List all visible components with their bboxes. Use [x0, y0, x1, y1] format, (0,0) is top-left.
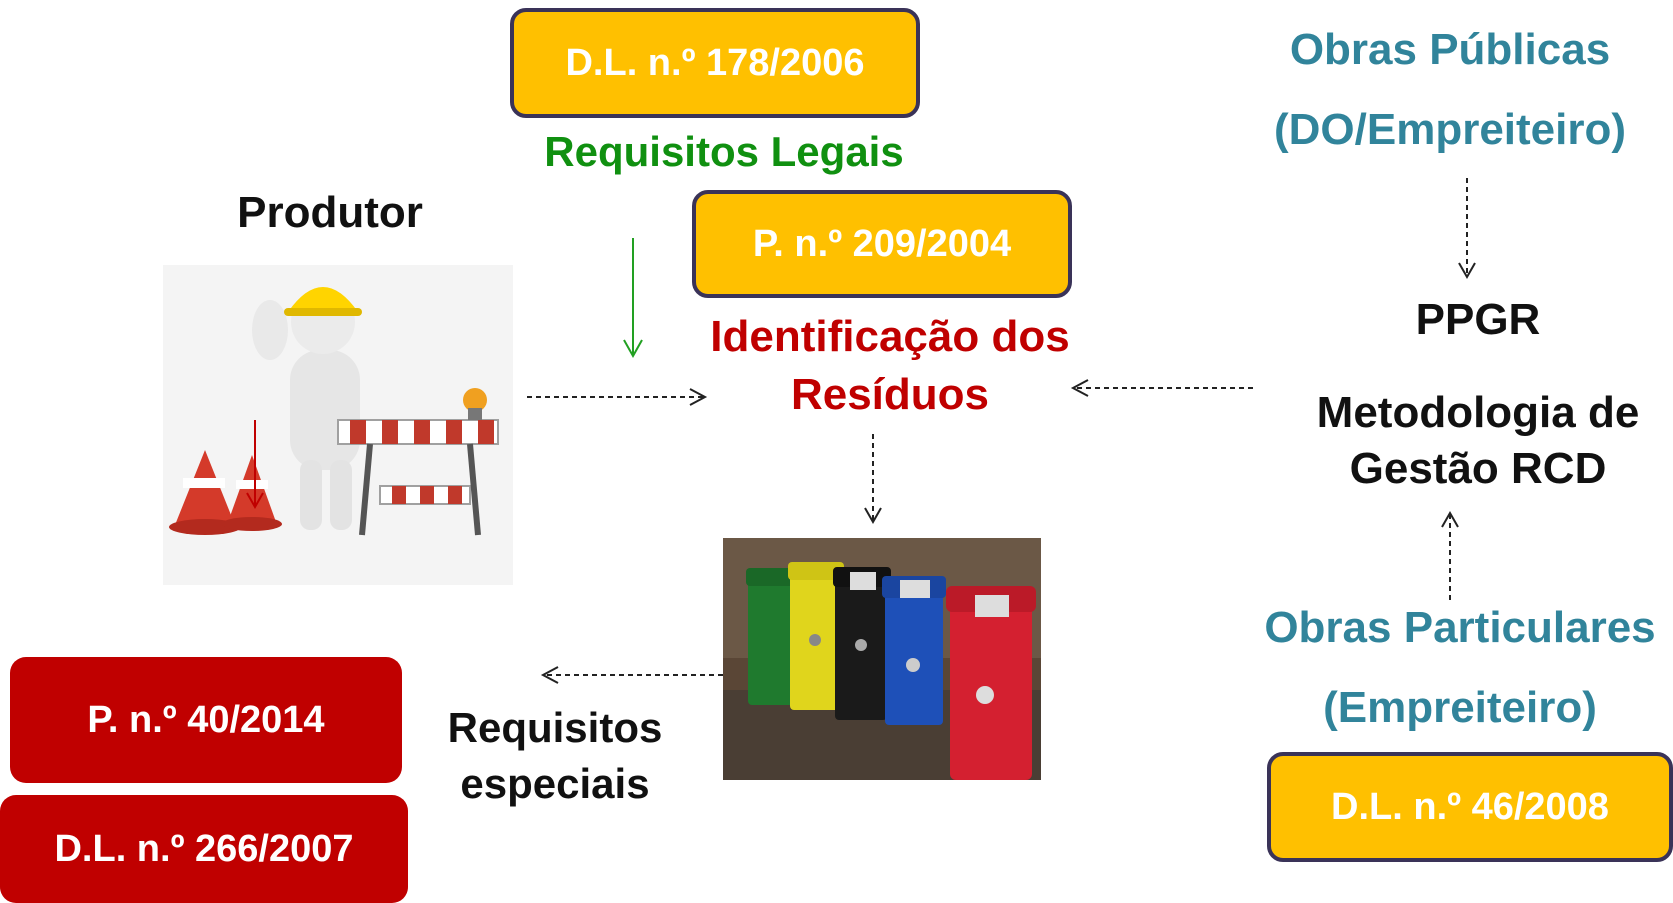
produtor-label: Produtor — [237, 188, 423, 237]
black-bin-icon — [833, 567, 891, 720]
law-label: D.L. n.º 178/2006 — [565, 41, 865, 84]
law-label: P. n.º 209/2004 — [752, 222, 1012, 265]
metodologia-line2: Gestão RCD — [1349, 444, 1607, 493]
law-box-dl-46-2008: D.L. n.º 46/2008 — [1267, 752, 1673, 862]
law-box-dl-266-2007: D.L. n.º 266/2007 — [0, 795, 408, 903]
obras-publicas-line1: Obras Públicas — [1289, 25, 1611, 74]
traffic-cone-icon — [169, 450, 241, 535]
law-box-p-209-2004: P. n.º 209/2004 — [692, 190, 1072, 298]
requisitos-especiais-label: Requisitos especiais — [430, 700, 680, 812]
law-label: D.L. n.º 46/2008 — [1331, 785, 1609, 828]
arrow-ppgr-to-identification — [1070, 379, 1253, 397]
traffic-cone-icon — [222, 455, 282, 531]
obras-particulares-line2: (Empreiteiro) — [1323, 683, 1597, 732]
law-box-dl-178-2006: D.L. n.º 178/2006 — [510, 8, 920, 118]
arrow-legal-to-identification — [623, 238, 643, 359]
obras-publicas-label: Obras Públicas (DO/Empreiteiro) — [1240, 10, 1660, 170]
requisitos-especiais-line2: especiais — [460, 760, 650, 807]
worker-figure-icon — [252, 287, 362, 530]
arrow-identification-to-bins — [864, 434, 882, 525]
arrow-producer-to-identification — [527, 388, 708, 406]
law-label: P. n.º 40/2014 — [87, 698, 325, 741]
barrier-icon — [337, 388, 499, 536]
law-box-p-40-2014: P. n.º 40/2014 — [10, 657, 402, 783]
metodologia-line1: Metodologia de — [1316, 388, 1640, 437]
blue-bin-icon — [882, 576, 946, 725]
red-bin-icon — [946, 586, 1036, 780]
requisitos-especiais-line1: Requisitos — [447, 704, 663, 751]
obras-publicas-line2: (DO/Empreiteiro) — [1273, 105, 1627, 154]
obras-particulares-label: Obras Particulares (Empreiteiro) — [1245, 588, 1673, 748]
green-bin-icon — [746, 568, 802, 705]
ppgr-label: PPGR — [1415, 295, 1541, 344]
law-label: D.L. n.º 266/2007 — [54, 827, 354, 870]
yellow-bin-icon — [788, 562, 844, 710]
obras-particulares-line1: Obras Particulares — [1264, 603, 1656, 652]
arrow-bins-to-special-requirements — [540, 666, 723, 684]
requisitos-legais-label: Requisitos Legais — [544, 128, 904, 175]
identificacao-line2: Resíduos — [790, 370, 990, 419]
identificacao-residuos-label: Identificação dos Resíduos — [690, 308, 1090, 424]
arrow-obras-publicas-to-ppgr — [1458, 178, 1476, 280]
identificacao-line1: Identificação dos — [710, 312, 1070, 361]
metodologia-gestao-label: Metodologia de Gestão RCD — [1278, 385, 1673, 497]
arrow-obras-particulares-to-metodologia — [1441, 510, 1459, 600]
